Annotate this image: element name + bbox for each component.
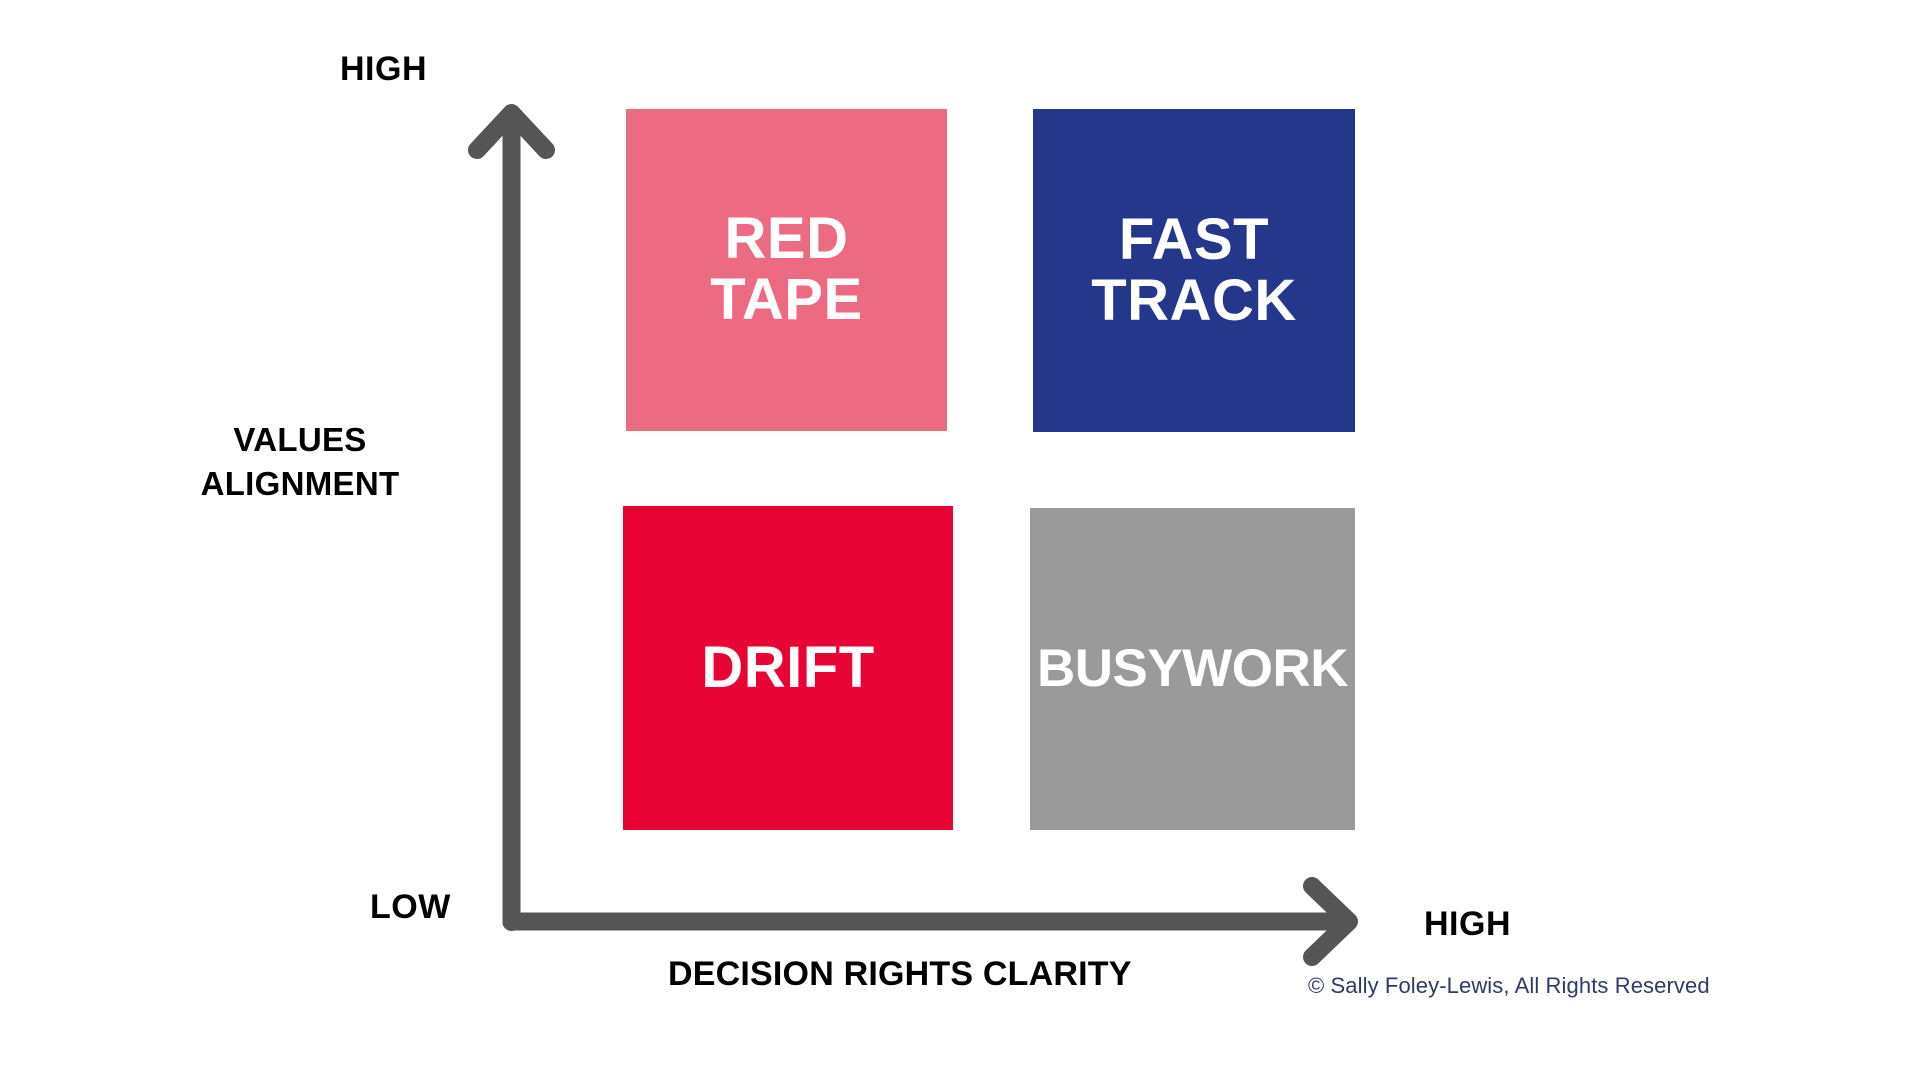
quadrant-fast-track-label: FAST TRACK — [1091, 206, 1297, 333]
x-axis-title: DECISION RIGHTS CLARITY — [668, 955, 1132, 993]
y-axis-low-label: LOW — [370, 888, 451, 926]
arrow-right-icon — [1303, 877, 1358, 966]
quadrant-red-tape-label: RED TAPE — [710, 206, 863, 332]
y-axis-title: VALUES ALIGNMENT — [200, 421, 400, 502]
y-axis-high-label: HIGH — [340, 50, 427, 88]
quadrant-drift[interactable]: DRIFT — [623, 506, 953, 830]
quadrant-busywork-label: BUSYWORK — [1036, 639, 1349, 699]
quadrant-red-tape[interactable]: RED TAPE — [626, 109, 947, 431]
quadrant-fast-track[interactable]: FAST TRACK — [1033, 109, 1355, 432]
x-axis-high-label: HIGH — [1424, 905, 1511, 943]
arrow-up-icon — [468, 104, 555, 159]
copyright-notice: © Sally Foley-Lewis, All Rights Reserved — [1308, 973, 1710, 998]
quadrant-busywork[interactable]: BUSYWORK — [1030, 508, 1355, 830]
quadrant-drift-label: DRIFT — [701, 634, 875, 700]
